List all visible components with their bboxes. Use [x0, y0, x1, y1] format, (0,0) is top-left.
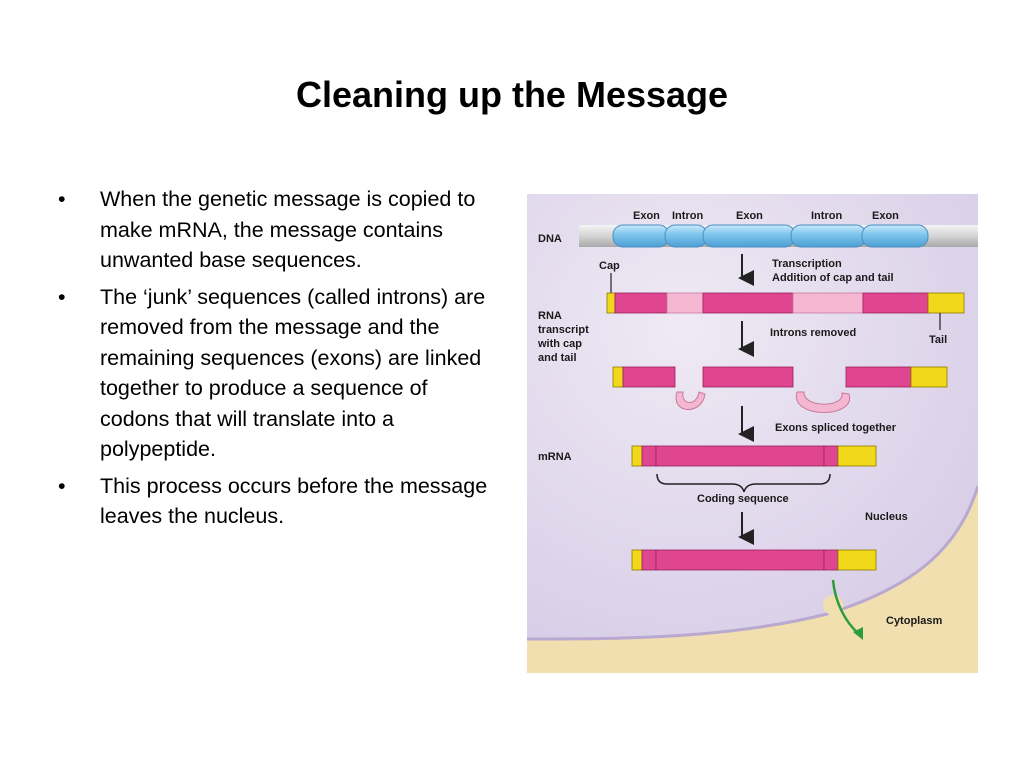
dna-intron-2	[790, 224, 867, 248]
bullet-text: The ‘junk’ sequences (called introns) ar…	[100, 284, 486, 462]
nuclear-envelope	[527, 485, 978, 641]
export-arrow-head	[853, 627, 863, 640]
bullet-list: • When the genetic message is copied to m…	[58, 184, 498, 538]
cap	[606, 292, 616, 314]
nucleus-label: Nucleus	[865, 511, 908, 523]
rna-exon-1	[614, 292, 668, 314]
dna-label: DNA	[538, 233, 562, 245]
poly-a-tail	[837, 549, 877, 571]
cap	[631, 445, 643, 467]
utr-5	[641, 445, 657, 467]
step1-label: Transcription	[772, 258, 842, 270]
rna-intron-1	[666, 292, 704, 314]
bullet-item: • This process occurs before the message …	[58, 471, 498, 532]
excised-intron	[675, 391, 706, 410]
utr-3	[823, 445, 839, 467]
exon-segment	[622, 366, 676, 388]
segment-label: Intron	[811, 210, 842, 222]
bullet-text: This process occurs before the message l…	[100, 473, 488, 529]
mrna-coding-region	[655, 445, 825, 467]
bullet-text: When the genetic message is copied to ma…	[100, 187, 476, 272]
rna-label: RNA	[538, 310, 562, 322]
tail-label: Tail	[929, 334, 947, 346]
segment-label: Intron	[672, 210, 703, 222]
mrna-label: mRNA	[538, 451, 572, 463]
segment-label: Exon	[633, 210, 660, 222]
rna-exon-3	[862, 292, 929, 314]
poly-a-tail	[837, 445, 877, 467]
bullet-marker: •	[58, 284, 66, 309]
nucleus-area	[527, 194, 978, 639]
coding-brace	[656, 473, 831, 493]
bullet-marker: •	[58, 187, 66, 211]
coding-sequence-label: Coding sequence	[697, 493, 789, 505]
bullet-marker: •	[58, 473, 66, 498]
slide-title: Cleaning up the Message	[295, 74, 729, 115]
dna-exon-1	[612, 224, 670, 248]
rna-intron-2	[792, 292, 864, 314]
dna-exon-2	[702, 224, 796, 248]
cap	[612, 366, 624, 388]
utr-3	[823, 549, 839, 571]
excised-intron	[795, 391, 851, 413]
step2-label: Introns removed	[770, 327, 856, 339]
step3-label: Exons spliced together	[775, 422, 897, 434]
poly-a-tail	[927, 292, 965, 314]
rna-exon-2	[702, 292, 794, 314]
exon-segment	[702, 366, 794, 388]
bullet-item: • When the genetic message is copied to m…	[58, 184, 498, 276]
exon-segment	[845, 366, 912, 388]
cap-label: Cap	[599, 260, 620, 272]
segment-label: Exon	[736, 210, 763, 222]
bullet-item: • The ‘junk’ sequences (called introns) a…	[58, 282, 498, 465]
poly-a-tail	[910, 366, 948, 388]
step1-label-2: Addition of cap and tail	[772, 272, 894, 284]
cap	[631, 549, 643, 571]
dna-exon-3	[861, 224, 929, 248]
utr-5	[641, 549, 657, 571]
rna-label: transcript	[538, 324, 589, 336]
segment-label: Exon	[872, 210, 899, 222]
cytoplasm-label: Cytoplasm	[886, 615, 942, 627]
rna-label: and tail	[538, 352, 577, 364]
dna-intron-1	[664, 224, 708, 248]
rna-processing-diagram: DNA Exon Intron Exon Intron Exon Transcr…	[527, 194, 978, 673]
mrna-coding-region	[655, 549, 825, 571]
rna-label: with cap	[537, 338, 582, 350]
